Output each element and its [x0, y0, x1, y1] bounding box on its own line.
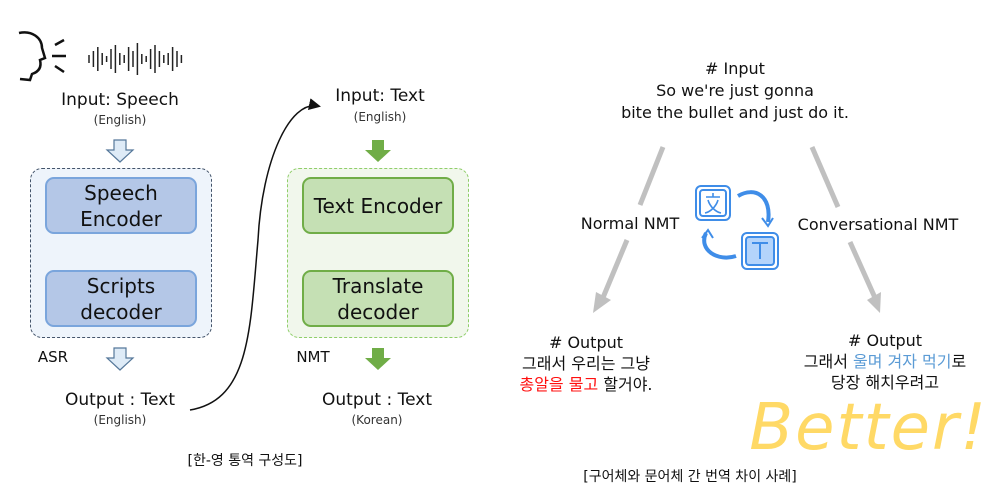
gray-arrows — [599, 146, 879, 302]
arrow-down-icon — [365, 348, 391, 370]
nmt-output-label: Output : Text — [322, 390, 432, 410]
arrow-down-icon — [365, 140, 391, 162]
nmt-input-label: Input: Text — [335, 86, 425, 106]
normal-nmt-label: Normal NMT — [580, 214, 680, 233]
asr-input-label: Input: Speech — [61, 90, 179, 110]
normal-output-header: # Output — [548, 333, 624, 352]
asr-output-lang: (English) — [93, 413, 147, 427]
normal-output: # Output 그래서 우리는 그냥 총알을 물고 할거야. — [519, 332, 652, 395]
speaking-face-icon — [18, 31, 66, 82]
conv-output-header: # Output — [847, 331, 923, 350]
arrow-head-icon — [867, 292, 881, 313]
arrow-down-icon — [105, 139, 135, 163]
normal-output-line-2: 할거야. — [598, 375, 653, 394]
asr-tag: ASR — [37, 348, 69, 366]
nmt-input-lang: (English) — [353, 110, 407, 124]
better-watermark: Better! — [749, 391, 988, 465]
nmt-output-lang: (Korean) — [351, 413, 403, 427]
conversational-nmt-label: Conversational NMT — [797, 215, 959, 234]
connector-curve — [189, 98, 321, 411]
text-encoder-box: Text Encoder — [302, 177, 454, 234]
conv-output-highlight: 울며 겨자 먹기 — [853, 352, 952, 371]
conversational-output: # Output 그래서 울며 겨자 먹기로 당장 해치우려고 — [804, 330, 966, 393]
speech-encoder-box: Speech Encoder — [45, 177, 197, 234]
input-line-1: So we're just gonna — [656, 81, 814, 100]
scripts-decoder-box: Scripts decoder — [45, 270, 197, 327]
translate-icon — [695, 185, 779, 270]
input-line-2: bite the bullet and just do it. — [621, 103, 849, 122]
conv-output-line-1-pre: 그래서 — [803, 352, 854, 371]
asr-input-lang: (English) — [93, 113, 147, 127]
translate-decoder-box: Translate decoder — [302, 270, 454, 327]
input-example: # Input So we're just gonna bite the bul… — [621, 58, 849, 124]
waveform-icon — [88, 43, 183, 75]
normal-output-highlight: 총알을 물고 — [519, 375, 599, 394]
conv-output-line-1-post: 로 — [951, 352, 967, 371]
right-caption: [구어체와 문어체 간 번역 차이 사례] — [583, 469, 797, 485]
nmt-tag: NMT — [296, 348, 330, 366]
conv-output-line-2: 당장 해치우려고 — [830, 373, 940, 392]
arrow-head-icon — [593, 292, 611, 313]
arrow-down-icon — [105, 347, 135, 371]
left-caption: [한-영 통역 구성도] — [187, 453, 303, 469]
normal-output-line-1: 그래서 우리는 그냥 — [522, 354, 650, 373]
input-header: # Input — [705, 59, 765, 78]
asr-output-label: Output : Text — [65, 390, 175, 410]
